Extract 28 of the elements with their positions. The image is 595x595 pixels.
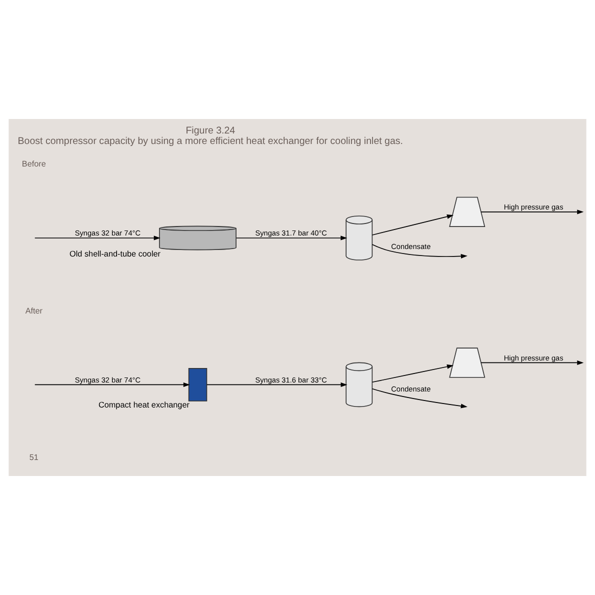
arrow bbox=[372, 214, 454, 236]
label: Before bbox=[22, 160, 46, 169]
arrow bbox=[34, 382, 190, 387]
edge-label: Condensate bbox=[391, 384, 431, 394]
edge-label: Condensate bbox=[391, 242, 431, 251]
edge-label: Syngas 32 bar 74°C bbox=[74, 228, 141, 238]
edge-label: Syngas 31.6 bar 33°C bbox=[255, 375, 327, 384]
arrow bbox=[34, 236, 160, 240]
label: After bbox=[25, 306, 43, 316]
arrow bbox=[372, 388, 468, 408]
arrow bbox=[480, 210, 584, 214]
label: 51 bbox=[29, 453, 38, 462]
arrow bbox=[206, 382, 348, 387]
arrow bbox=[372, 244, 468, 258]
edge-label: Syngas 32 bar 74°C bbox=[74, 375, 141, 384]
node-label: Old shell-and-tube cooler bbox=[70, 249, 161, 258]
caption: Boost compressor capacity by using a more efficient heat exchanger for cooling inlet gas. bbox=[18, 136, 404, 147]
edge-label: Syngas 31.7 bar 40°C bbox=[255, 228, 327, 238]
arrow bbox=[236, 236, 348, 240]
edge-label: High pressure gas bbox=[504, 202, 564, 212]
node-label: Compact heat exchanger bbox=[98, 400, 190, 410]
node-trapezium bbox=[449, 196, 486, 227]
node-trapezium bbox=[449, 348, 486, 378]
arrow bbox=[372, 364, 454, 383]
diagram-title: Figure 3.24 bbox=[186, 125, 236, 136]
arrow bbox=[480, 360, 584, 365]
node-box bbox=[188, 368, 208, 402]
edge-label: High pressure gas bbox=[504, 353, 564, 362]
